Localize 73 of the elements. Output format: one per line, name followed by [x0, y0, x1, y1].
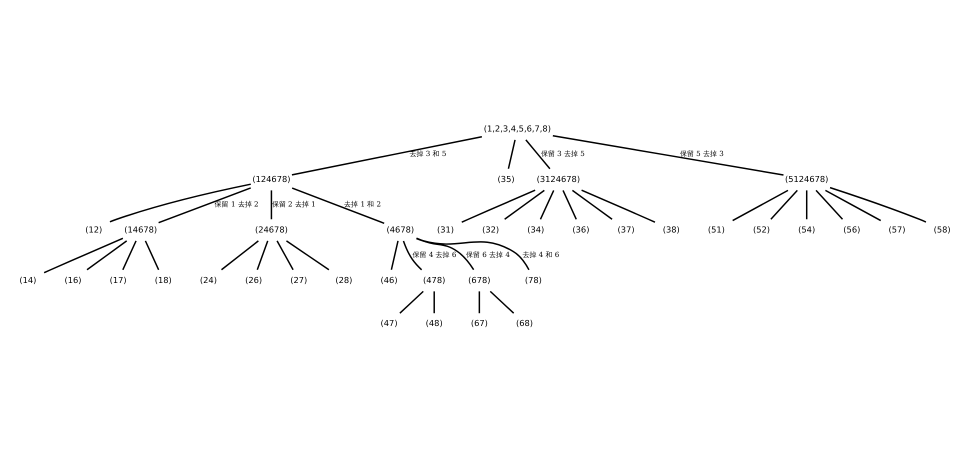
node-text: (54): [798, 224, 816, 234]
connector: [830, 186, 926, 222]
node-text: (17): [110, 274, 127, 284]
connector: [416, 237, 474, 270]
node-text: (52): [753, 224, 770, 234]
node-text: (14): [19, 274, 36, 284]
connector: [540, 190, 554, 220]
node-text: (24678): [254, 224, 288, 234]
connector: [490, 290, 514, 314]
node-text: (47): [380, 318, 398, 328]
connector: [816, 189, 844, 220]
node-text: (58): [934, 224, 951, 234]
node-text: (27): [290, 274, 308, 284]
connector: [44, 237, 124, 273]
connector: [562, 190, 577, 220]
node-text: (4678): [386, 224, 414, 234]
connector: [478, 290, 480, 313]
node-text: (36): [572, 224, 590, 234]
node-text: (678): [468, 274, 491, 284]
node-text: (31): [436, 224, 454, 234]
connector: [825, 189, 882, 221]
node-text: (67): [470, 318, 488, 328]
node-text: (32): [482, 224, 500, 234]
node-text: (12): [85, 224, 102, 234]
connector: [144, 240, 160, 270]
node-text: (78): [524, 274, 542, 284]
connector: [292, 136, 482, 176]
node-text: (18): [154, 274, 172, 284]
node-text: (35): [498, 173, 515, 184]
node-text: (48): [426, 318, 443, 328]
connector: [770, 189, 798, 220]
connector: [122, 240, 137, 270]
node-text: (56): [843, 224, 860, 234]
connector: [221, 240, 259, 270]
connector: [270, 190, 272, 219]
node-text: (16): [64, 274, 82, 284]
node-text: (24): [200, 274, 217, 284]
connector: [461, 188, 536, 222]
node-text: (57): [888, 224, 906, 234]
node-text: (28): [335, 274, 352, 284]
connector: [504, 189, 545, 220]
connector: [508, 139, 516, 168]
connector: [433, 290, 435, 313]
node-text: (38): [662, 224, 680, 234]
node-text: (124678): [252, 173, 291, 184]
node-text: (34): [527, 224, 544, 234]
connector: [286, 240, 330, 270]
connector: [158, 186, 251, 223]
connector: [86, 240, 128, 270]
connector: [292, 186, 384, 224]
connector: [402, 240, 422, 270]
node-text: (14678): [124, 224, 158, 234]
connector: [399, 290, 424, 314]
connector: [572, 189, 613, 220]
node-text: (26): [245, 274, 262, 284]
connector: [525, 138, 550, 169]
connector: [390, 240, 399, 270]
node-text: (37): [618, 224, 635, 234]
connector: [581, 188, 656, 222]
node-text: (5124678): [784, 173, 828, 184]
connector: [552, 134, 784, 176]
node-text: (1,2,3,4,5,6,7,8): [484, 122, 551, 133]
connector: [276, 240, 294, 270]
connector: [256, 240, 268, 270]
node-text: (51): [708, 224, 725, 234]
connector: [416, 237, 530, 270]
node-text: (46): [380, 274, 398, 284]
connector: [732, 189, 788, 221]
node-text: (3124678): [536, 173, 580, 184]
connector: [806, 190, 808, 219]
connector: [110, 182, 251, 222]
node-text: (478): [423, 274, 446, 284]
node-text: (68): [516, 318, 534, 328]
